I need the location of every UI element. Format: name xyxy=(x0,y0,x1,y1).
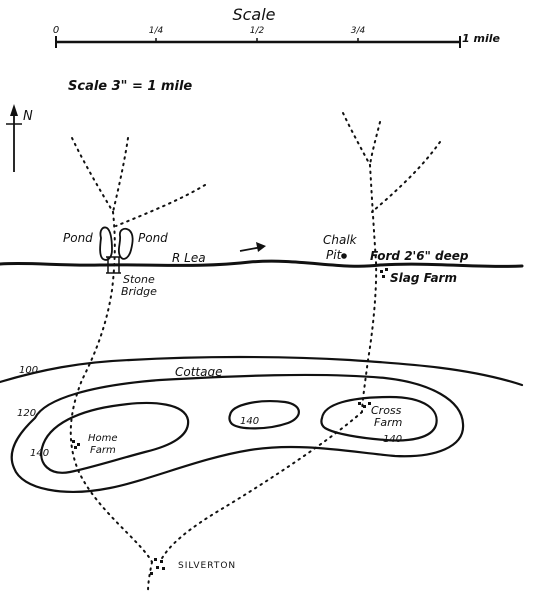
river-label: R Lea xyxy=(172,251,206,265)
track-ne-left xyxy=(115,184,206,227)
track-cross-farm-silverton xyxy=(159,411,363,563)
stone-bridge-label-line1: Stone xyxy=(123,273,155,286)
scale-tick-label-half: 1/2 xyxy=(250,26,265,36)
contour-120 xyxy=(10,373,465,493)
cottage-label: Cottage xyxy=(175,365,222,379)
scale-bar: Scale 0 1/4 1/2 3/4 1 mile xyxy=(53,5,500,48)
ford-label: Ford 2'6" deep xyxy=(370,249,469,263)
track-north-right-a xyxy=(342,112,371,166)
north-arrow: N xyxy=(6,104,33,172)
track-north-right-b xyxy=(369,121,381,166)
scale-tick-label-three-quarter: 3/4 xyxy=(351,26,366,36)
tracks xyxy=(69,112,441,593)
silverton-label: SILVERTON xyxy=(178,561,236,571)
pond-right xyxy=(117,227,134,260)
river-lea xyxy=(0,259,524,268)
track-north-left-b xyxy=(112,137,129,213)
contour-label-100: 100 xyxy=(19,365,38,376)
home-farm-label-line2: Farm xyxy=(90,445,116,456)
silverton-marker xyxy=(150,558,165,575)
scale-title: Scale xyxy=(232,5,275,24)
home-farm-marker xyxy=(72,440,80,449)
stone-bridge-label-line2: Bridge xyxy=(121,285,157,298)
river-flow-arrow xyxy=(239,242,266,252)
chalk-pit-marker xyxy=(341,253,347,259)
cross-farm-label-line2: Farm xyxy=(374,416,402,429)
track-ford-south xyxy=(361,164,378,413)
scale-tick-label-quarter: 1/4 xyxy=(149,26,164,36)
track-north-left-a xyxy=(71,137,114,213)
track-ne-right xyxy=(371,141,441,213)
pond-left-label: Pond xyxy=(63,231,93,245)
contour-label-140-right: 140 xyxy=(383,434,402,445)
chalk-pit-label-line1: Chalk xyxy=(323,233,358,247)
slag-farm-label: Slag Farm xyxy=(390,271,457,285)
contour-label-120: 120 xyxy=(17,408,36,419)
track-bridge-south xyxy=(69,211,153,563)
track-south-exit xyxy=(147,561,153,593)
contour-140-left xyxy=(40,401,190,474)
pond-left xyxy=(99,226,113,261)
north-label: N xyxy=(23,109,33,124)
scale-tick-label-0: 0 xyxy=(53,25,59,36)
scale-tick-label-1-mile: 1 mile xyxy=(462,32,500,45)
home-farm-label-line1: Home xyxy=(88,433,118,444)
contour-label-140-left: 140 xyxy=(30,448,49,459)
contour-label-140-mid: 140 xyxy=(240,416,259,427)
slag-farm-marker xyxy=(380,268,388,278)
cross-farm-marker xyxy=(358,402,371,408)
chalk-pit-label-line2: Pit xyxy=(326,248,343,262)
cross-farm-label-line1: Cross xyxy=(371,404,402,417)
contour-100 xyxy=(0,355,524,387)
contour-140-mid xyxy=(228,400,300,430)
north-arrow-head xyxy=(10,104,18,116)
pond-right-label: Pond xyxy=(138,231,168,245)
scale-note: Scale 3" = 1 mile xyxy=(68,79,192,94)
contour-140-right xyxy=(320,395,438,442)
